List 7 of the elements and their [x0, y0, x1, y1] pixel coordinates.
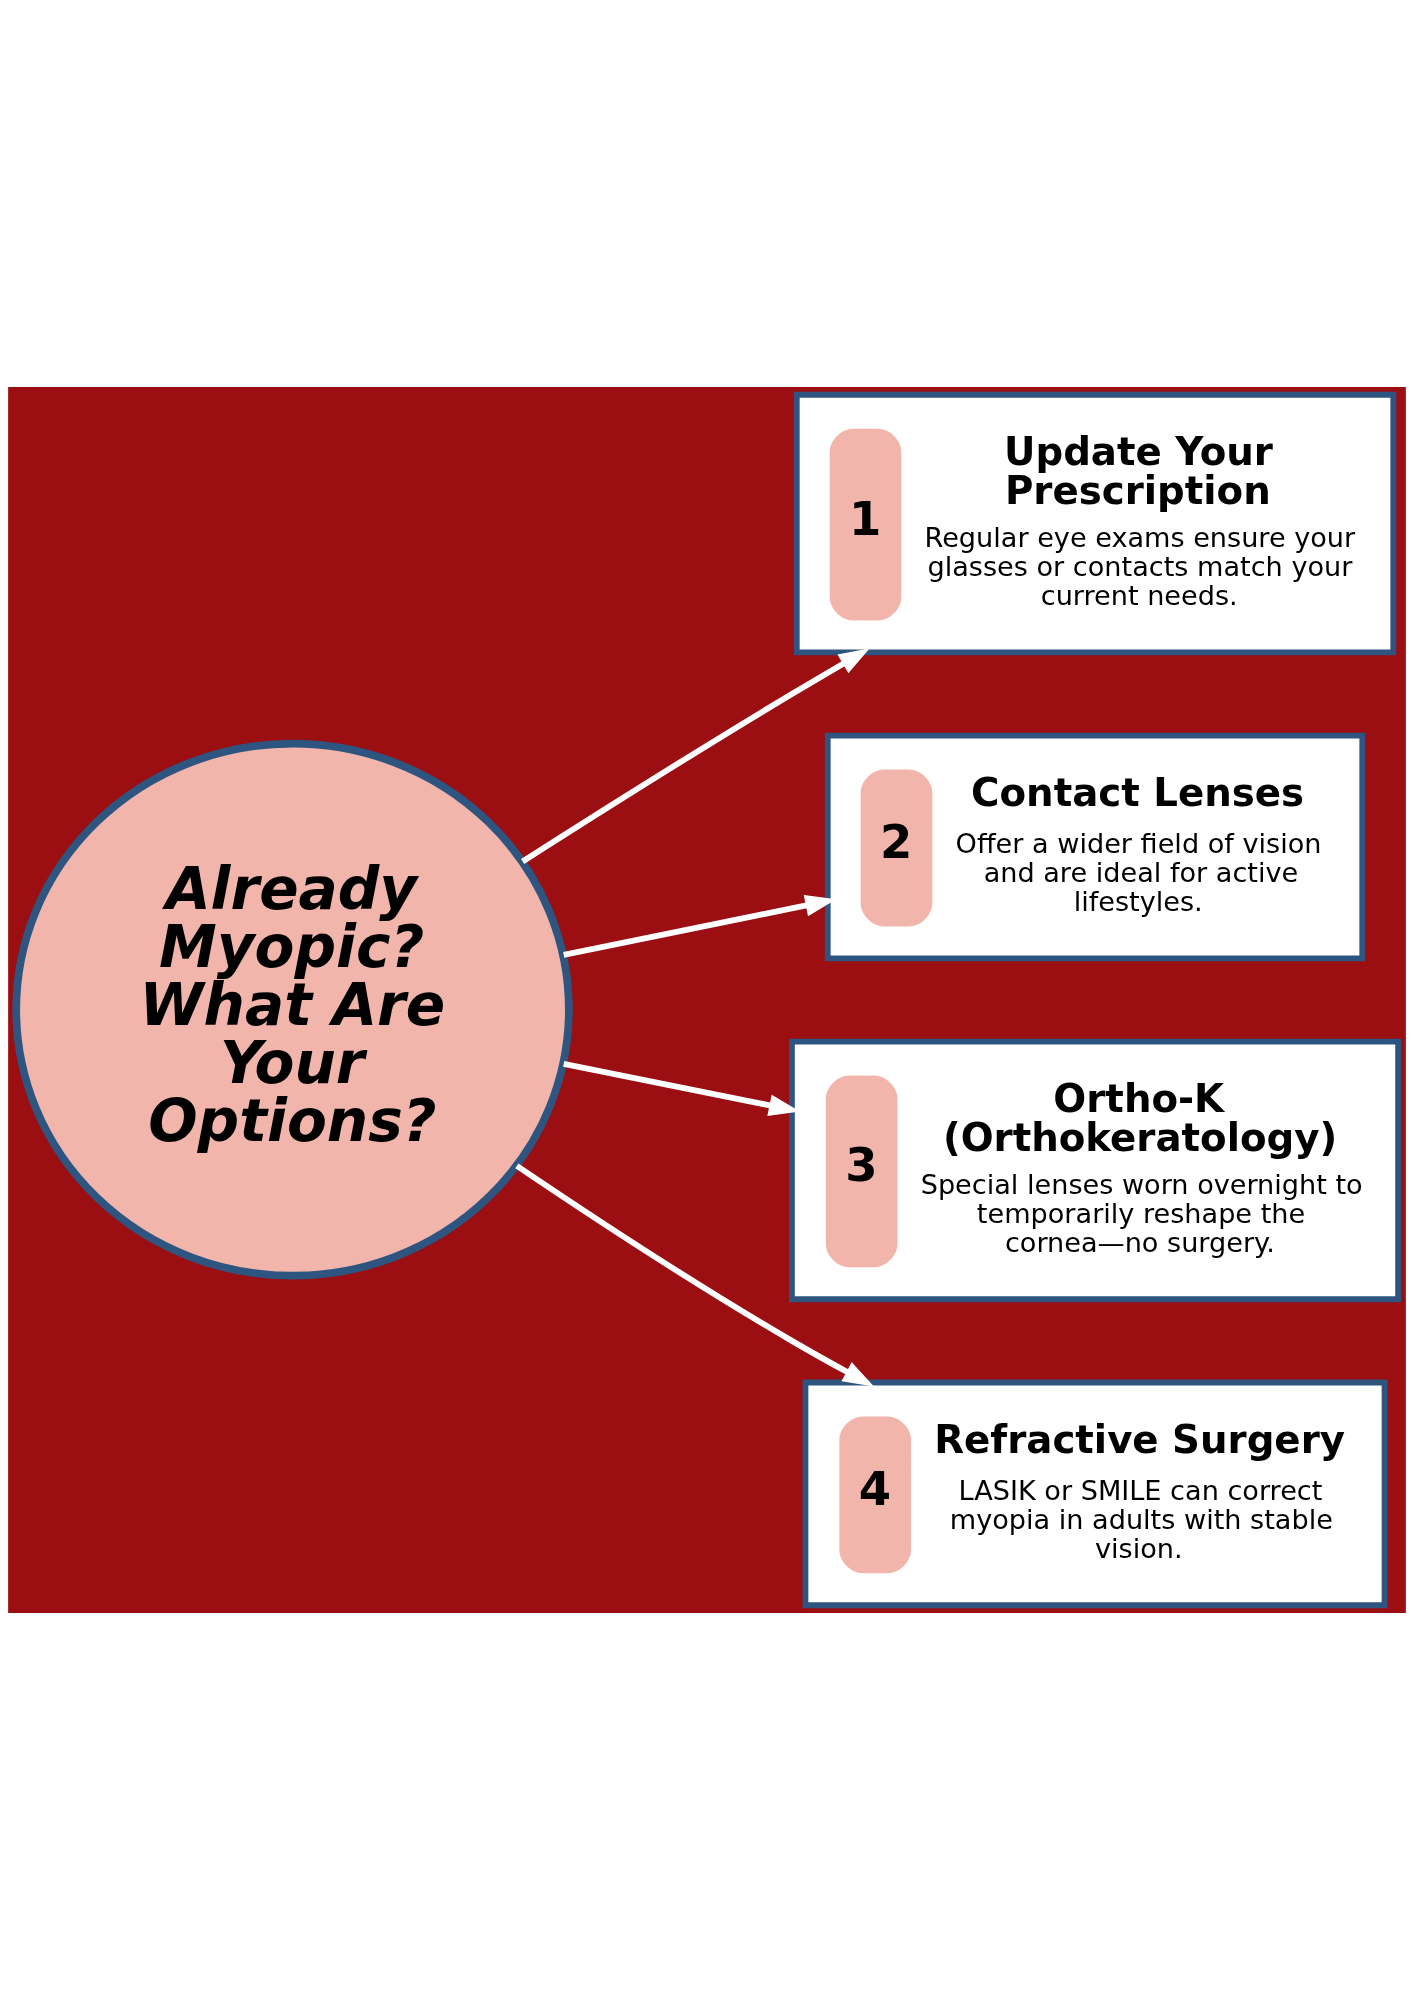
node-circle: Already Myopic? What Are Your Options? — [12, 739, 573, 1280]
arrow — [515, 1163, 874, 1387]
node-box: 1 Update Your Prescription Regular eye exams ensure your glasses or contacts match your current needs. — [793, 391, 1397, 656]
arrow — [521, 648, 870, 864]
node-box: 4 Refractive Surgery LASIK or SMILE can correct myopia in adults with stable vision. — [802, 1379, 1388, 1609]
node-box: 2 Contact Lenses Offer a wider field of vision and are ideal for active lifestyles. — [824, 732, 1366, 962]
node-box: 3 Ortho-K (Orthokeratology) Special lenses worn overnight to temporarily reshape the cornea—no surgery. — [789, 1038, 1402, 1303]
